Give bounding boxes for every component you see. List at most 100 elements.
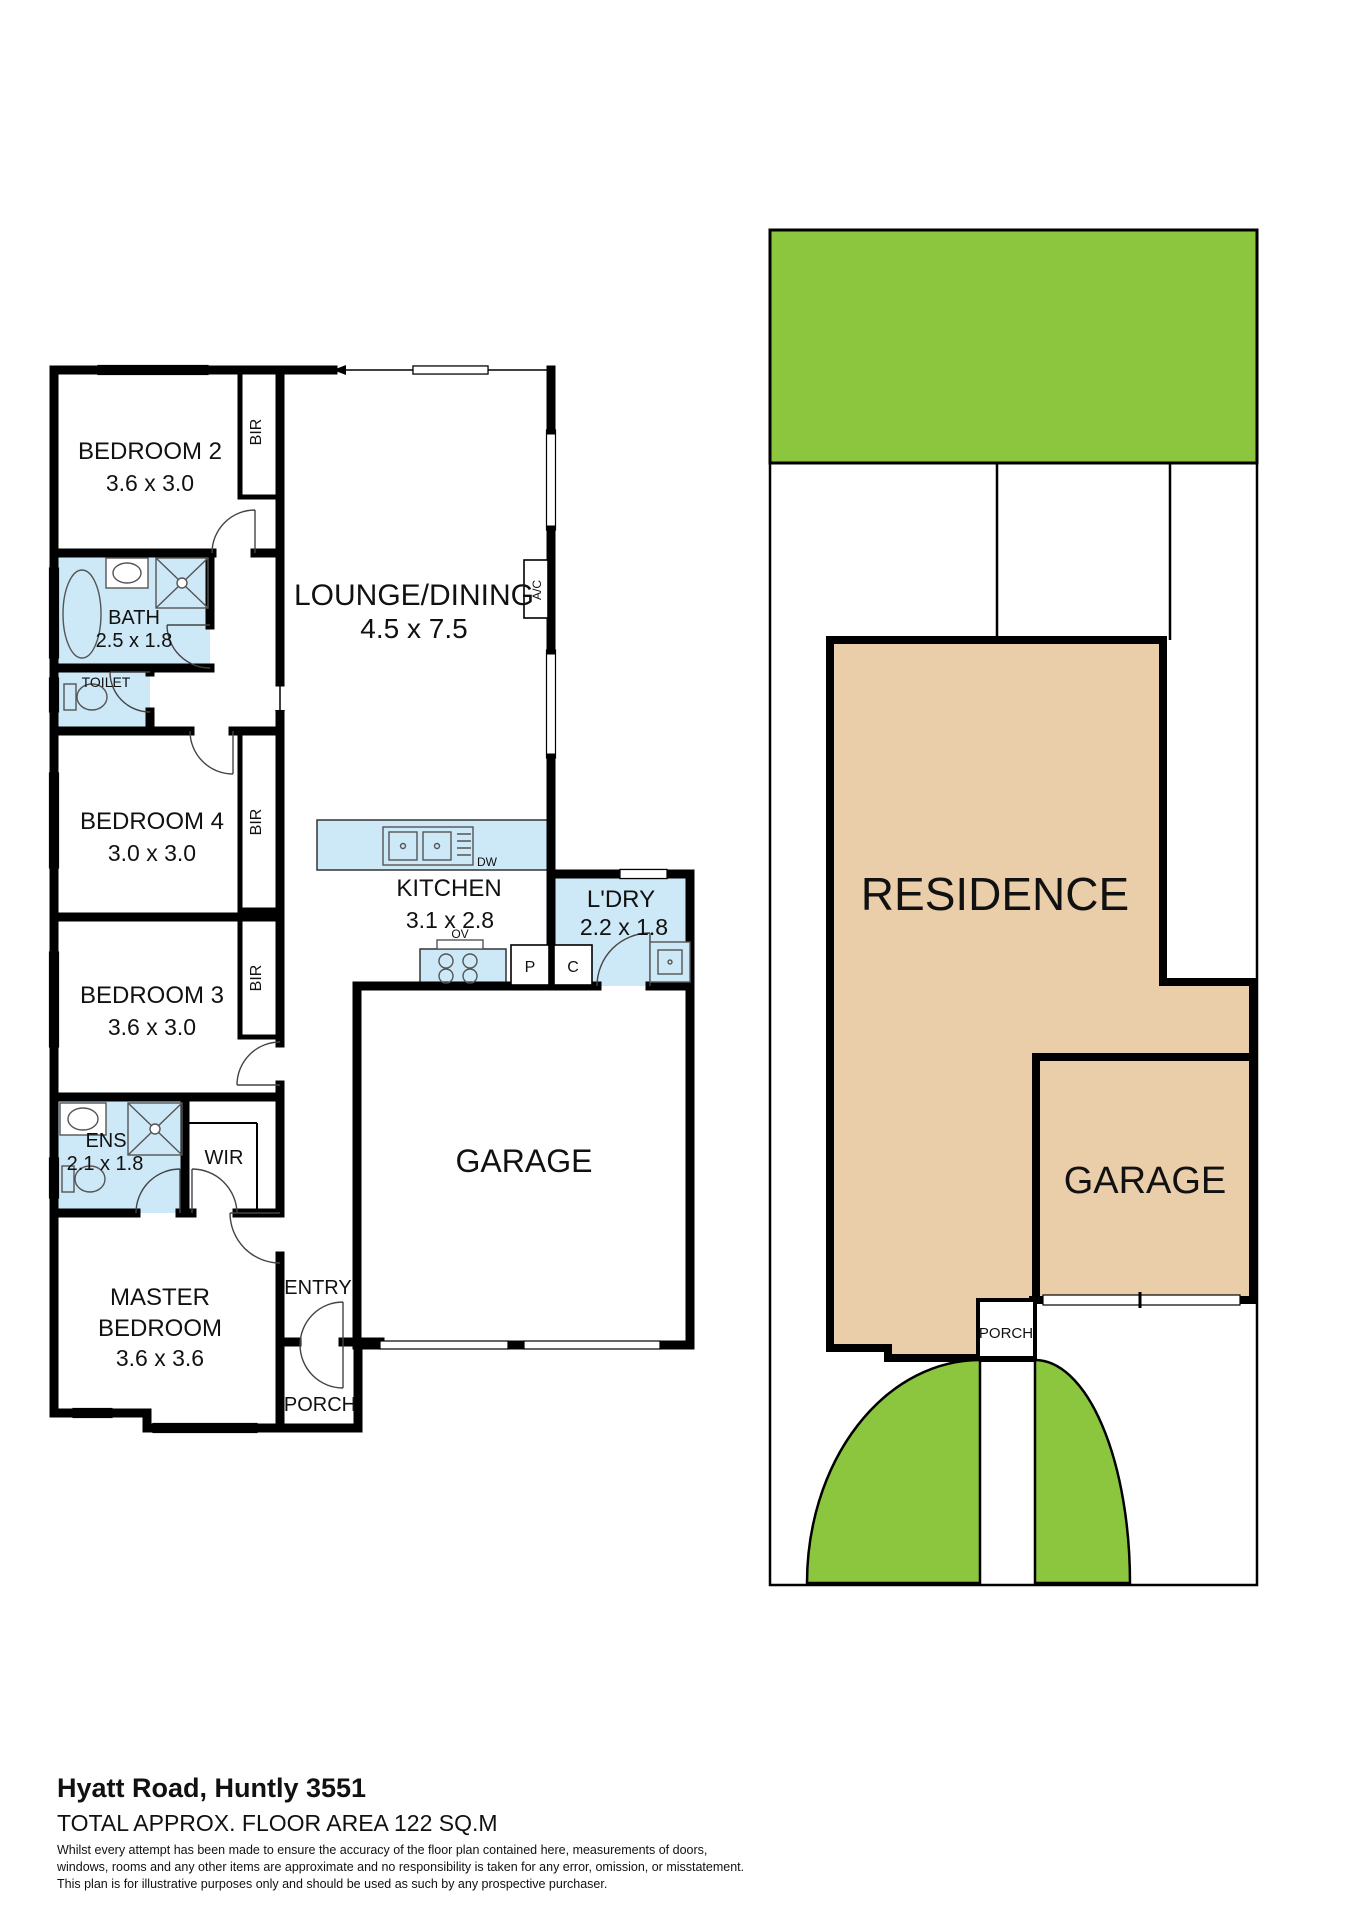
room-dims-lounge: 4.5 x 7.5 (360, 613, 467, 644)
site-porch-box (976, 1298, 1037, 1360)
door-master (229, 1212, 281, 1264)
front-door-swing (299, 1301, 344, 1389)
kitchen-island-bench (316, 819, 550, 871)
dishwasher-label: DW (477, 855, 498, 869)
backyard-grass-area (768, 228, 1259, 465)
ens-shower-drain (149, 1123, 161, 1135)
closet-label-bir-bedroom2: BIR (248, 419, 265, 446)
frontyard-grass-right (1033, 1358, 1132, 1585)
room-label-porch: PORCH (284, 1394, 356, 1416)
island-sink-unit (382, 826, 474, 866)
oven-hood (436, 939, 484, 950)
room-dims-master: 3.6 x 3.6 (116, 1345, 204, 1371)
site-garage-wall (1032, 1053, 1253, 1300)
oven-label: OV (451, 927, 468, 941)
cupboard-label: C (567, 959, 579, 976)
room-label-bedroom4: BEDROOM 4 (80, 808, 224, 835)
window-laundry-top-glass (619, 868, 668, 880)
garage-door-left (379, 1340, 509, 1350)
bathtub-fixture (62, 569, 102, 659)
arrow-left-icon (333, 365, 346, 375)
floor-area-text: TOTAL APPROX. FLOOR AREA 122 SQ.M (57, 1810, 498, 1836)
room-label-wir: WIR (205, 1147, 244, 1169)
room-dims-kitchen: 3.1 x 2.8 (406, 907, 494, 933)
sink-drainer-lines (457, 833, 471, 856)
door-bedroom2 (211, 509, 256, 554)
garage-door-right (523, 1340, 661, 1350)
site-label-residence: RESIDENCE (861, 868, 1129, 920)
island-sink-right (422, 831, 452, 861)
cupboard-box (553, 944, 593, 986)
room-dims-bedroom3: 3.6 x 3.0 (108, 1014, 196, 1040)
door-ensuite (135, 1168, 181, 1214)
sink-drain-left (399, 842, 407, 850)
room-label-lounge: LOUNGE/DINING (294, 579, 534, 612)
room-label-garage: GARAGE (456, 1143, 593, 1179)
floor-plan: BEDROOM 2 3.6 x 3.0 BATH 2.5 x 1.8 TOILE… (48, 364, 695, 1434)
burner-4 (462, 968, 478, 984)
room-label-toilet: TOILET (82, 674, 131, 690)
laundry-trough-bowl (657, 949, 683, 975)
door-bath (166, 624, 211, 669)
pantry-box (510, 944, 550, 986)
site-label-garage: GARAGE (1064, 1160, 1227, 1202)
burner-1 (438, 953, 454, 969)
site-plan: RESIDENCE GARAGE PORCH (768, 228, 1259, 1587)
ens-sink-fixture (67, 1107, 99, 1131)
address-title: Hyatt Road, Huntly 3551 (57, 1773, 366, 1803)
room-toilet-area (58, 668, 150, 730)
island-sink-left (388, 831, 418, 861)
closet-walls (237, 367, 283, 1040)
bath-shower-drain (176, 577, 188, 589)
ac-label: A/C (530, 580, 544, 600)
ens-toilet-bowl-fixture (74, 1165, 106, 1193)
room-dims-ens: 2.1 x 1.8 (67, 1153, 144, 1175)
room-label-master-1: MASTER (110, 1284, 210, 1311)
room-label-ens: ENS (85, 1130, 126, 1152)
closet-label-bir-bedroom3: BIR (248, 965, 265, 992)
door-wir (191, 1168, 238, 1214)
laundry-trough-drain (667, 959, 673, 965)
wir-walls (185, 1122, 258, 1213)
ac-unit-box (523, 559, 549, 619)
thin-lines (279, 369, 551, 716)
room-dims-bath: 2.5 x 1.8 (96, 630, 173, 652)
ens-shower-fixture (127, 1102, 183, 1156)
window-lounge-top-glass (412, 365, 489, 375)
burner-3 (438, 968, 454, 984)
door-bedroom4 (189, 730, 234, 775)
bath-sink-fixture (112, 562, 142, 584)
window-lounge-right-lower (545, 649, 557, 759)
room-dims-bedroom2: 3.6 x 3.0 (106, 470, 194, 496)
door-toilet (109, 671, 151, 713)
room-dims-bedroom4: 3.0 x 3.0 (108, 840, 196, 866)
bath-shower-fixture (155, 557, 209, 609)
disclaimer-line-3: This plan is for illustrative purposes o… (57, 1877, 607, 1891)
site-label-porch: PORCH (979, 1325, 1033, 1342)
disclaimer-line-1: Whilst every attempt has been made to en… (57, 1843, 707, 1857)
room-label-bedroom2: BEDROOM 2 (78, 438, 222, 465)
window-lounge-right-upper (545, 429, 557, 531)
room-label-entry: ENTRY (284, 1277, 351, 1299)
toilet-bowl-fixture (76, 683, 108, 711)
room-label-kitchen: KITCHEN (396, 875, 501, 902)
room-dims-laundry: 2.2 x 1.8 (580, 914, 668, 940)
disclaimer-line-2: windows, rooms and any other items are a… (56, 1860, 744, 1874)
fixtures (59, 557, 691, 1193)
sink-drain-right (433, 842, 441, 850)
room-label-laundry: L'DRY (587, 886, 655, 913)
fence-lines (995, 463, 1172, 640)
footer: Hyatt Road, Huntly 3551 TOTAL APPROX. FL… (56, 1773, 744, 1891)
frontyard-grass-left (805, 1358, 982, 1585)
closet-label-bir-bedroom4: BIR (248, 809, 265, 836)
pantry-label: P (525, 959, 536, 976)
room-label-bath: BATH (108, 607, 160, 629)
laundry-trough-fixture (649, 941, 691, 983)
door-bedroom3 (236, 1041, 281, 1086)
toilet-tank-fixture (63, 683, 77, 711)
room-label-master-2: BEDROOM (98, 1315, 222, 1342)
ens-toilet-tank-fixture (61, 1165, 75, 1193)
door-swings (109, 509, 651, 1389)
